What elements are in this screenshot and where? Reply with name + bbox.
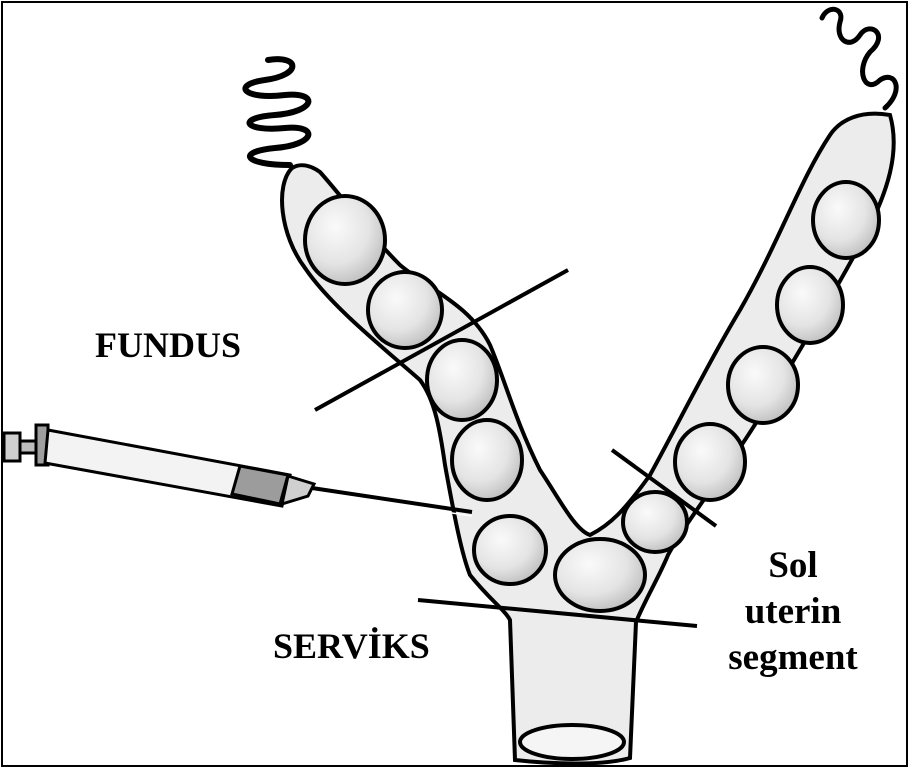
embryo	[813, 182, 879, 258]
embryo	[728, 347, 798, 423]
embryo	[427, 340, 497, 420]
embryo	[555, 539, 645, 611]
embryo	[452, 420, 522, 500]
cervix-opening	[520, 725, 624, 759]
fundus-label: FUNDUS	[95, 324, 241, 367]
embryo	[305, 196, 385, 284]
syringe-icon	[4, 425, 472, 516]
embryo	[777, 267, 843, 343]
left-ovary-coil	[245, 59, 308, 165]
embryo	[623, 492, 687, 552]
embryo	[368, 272, 442, 348]
sol-uterin-segment-label: Sol uterin segment	[710, 543, 876, 681]
sol-label-line-2: uterin	[710, 589, 876, 635]
embryo	[675, 424, 745, 500]
sol-label-line-3: segment	[710, 635, 876, 681]
sol-label-line-1: Sol	[710, 543, 876, 589]
right-ovary-coil	[822, 9, 896, 108]
serviks-label: SERVİKS	[273, 625, 430, 668]
embryo	[474, 516, 546, 584]
